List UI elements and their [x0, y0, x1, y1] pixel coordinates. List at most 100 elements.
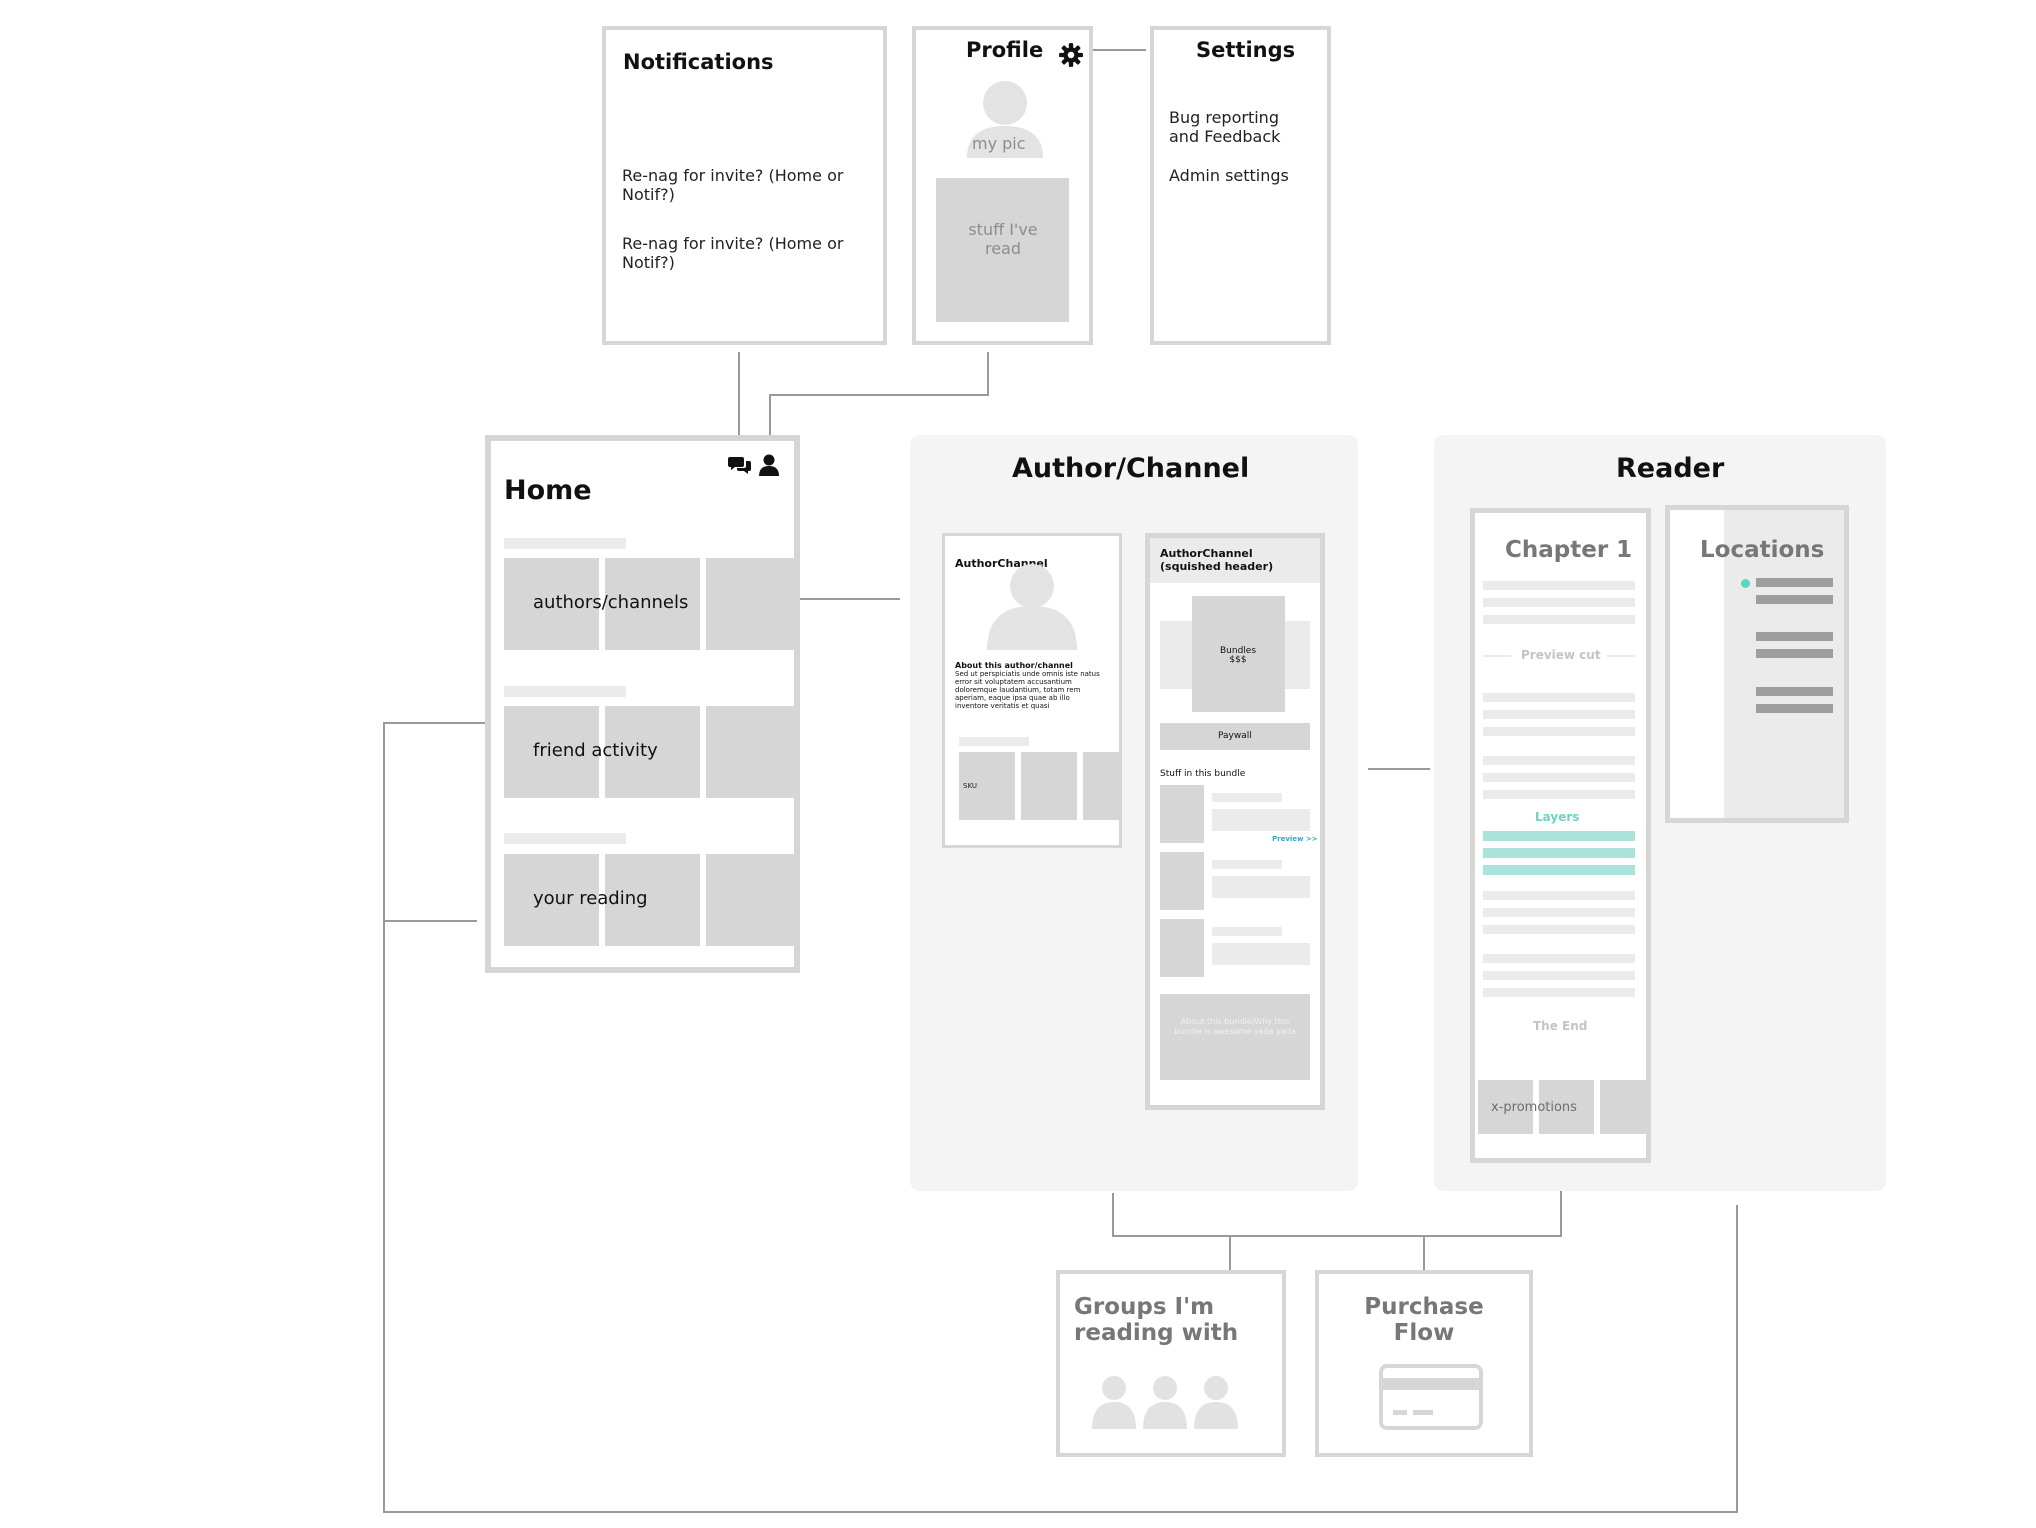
- settings-item-bug[interactable]: Bug reporting and Feedback: [1169, 108, 1281, 146]
- preview-link[interactable]: Preview >>: [1272, 835, 1318, 843]
- notifications-title: Notifications: [623, 50, 774, 74]
- location-line[interactable]: [1756, 595, 1833, 604]
- item-line: [1212, 927, 1282, 936]
- gear-icon[interactable]: [1058, 42, 1084, 68]
- reader-title: Reader: [1616, 453, 1725, 484]
- about-title: About this author/channel: [955, 661, 1073, 670]
- bundles-label: Bundles $$$: [1219, 646, 1257, 665]
- row-label-friends: friend activity: [533, 740, 658, 761]
- chapter-screen: Chapter 1 Preview cut Layers The End x-p…: [1470, 508, 1651, 1163]
- text-line: [1483, 727, 1635, 736]
- row-label-authors: authors/channels: [533, 592, 689, 613]
- text-line: [1483, 790, 1635, 799]
- section-header-bar: [504, 833, 626, 844]
- squished-header: [1150, 538, 1320, 583]
- home-title: Home: [504, 475, 592, 506]
- item-line: [1212, 943, 1310, 965]
- section-header-bar: [504, 538, 626, 549]
- stuff-read-label: stuff I've read: [968, 220, 1038, 258]
- author-channel-squished-screen: AuthorChannel (squished header) Bundles …: [1145, 533, 1325, 1110]
- x-promotions-label: x-promotions: [1491, 1100, 1577, 1115]
- item-line: [1212, 793, 1282, 802]
- item-line: [1212, 809, 1310, 831]
- tile[interactable]: [1021, 752, 1077, 820]
- settings-screen: Settings Bug reporting and Feedback Admi…: [1150, 26, 1331, 345]
- about-text: Sed ut perspiciatis unde omnis iste natu…: [955, 670, 1100, 710]
- tile[interactable]: [706, 854, 794, 946]
- paywall-button[interactable]: [1160, 723, 1310, 750]
- chat-icon[interactable]: [728, 455, 752, 475]
- groups-screen: Groups I'm reading with: [1056, 1270, 1286, 1457]
- location-line[interactable]: [1756, 687, 1833, 696]
- user-icon[interactable]: [759, 454, 779, 476]
- avatar-icon: [987, 564, 1077, 650]
- layer-line[interactable]: [1483, 848, 1635, 858]
- item-line: [1212, 876, 1310, 898]
- tile[interactable]: [1083, 752, 1119, 820]
- credit-card-icon: [1379, 1364, 1483, 1430]
- avatar-icon: [967, 81, 1043, 158]
- location-line[interactable]: [1756, 632, 1833, 641]
- profile-title: Profile: [966, 38, 1044, 62]
- text-line: [1483, 891, 1635, 900]
- item-line: [1212, 860, 1282, 869]
- groups-title: Groups I'm reading with: [1074, 1294, 1239, 1346]
- preview-cut-rule: [1483, 655, 1511, 657]
- text-line: [1483, 581, 1635, 590]
- settings-item-admin[interactable]: Admin settings: [1169, 166, 1289, 185]
- sku-label: SKU: [963, 782, 977, 790]
- item-thumb[interactable]: [1160, 785, 1204, 843]
- sku-tile[interactable]: [959, 752, 1015, 820]
- tile[interactable]: [605, 558, 700, 650]
- tile[interactable]: [605, 854, 700, 946]
- people-icon: [1092, 1376, 1238, 1429]
- text-line: [1483, 756, 1635, 765]
- chapter-title: Chapter 1: [1505, 537, 1633, 563]
- bundles-card[interactable]: [1192, 596, 1285, 712]
- text-line: [1483, 693, 1635, 702]
- settings-title: Settings: [1196, 38, 1296, 62]
- locations-screen: Locations: [1665, 505, 1849, 823]
- author-channel-screen: AuthorChannel About this author/channel …: [942, 533, 1122, 848]
- x-promotion-tile[interactable]: [1539, 1080, 1594, 1134]
- x-promotion-tile[interactable]: [1600, 1080, 1646, 1134]
- notification-item[interactable]: Re-nag for invite? (Home or Notif?): [622, 234, 844, 272]
- stuff-in-bundle-label: Stuff in this bundle: [1160, 769, 1246, 779]
- text-line: [1483, 908, 1635, 917]
- text-line: [1483, 598, 1635, 607]
- tile[interactable]: [706, 706, 794, 798]
- stuff-read-block[interactable]: [936, 178, 1069, 322]
- x-promotion-tile[interactable]: [1478, 1080, 1533, 1134]
- notification-item[interactable]: Re-nag for invite? (Home or Notif?): [622, 166, 844, 204]
- text-line: [1483, 710, 1635, 719]
- item-thumb[interactable]: [1160, 919, 1204, 977]
- location-line[interactable]: [1756, 649, 1833, 658]
- text-line: [1483, 615, 1635, 624]
- tile[interactable]: [605, 706, 700, 798]
- current-location-dot: [1741, 579, 1750, 588]
- layers-label[interactable]: Layers: [1535, 810, 1580, 824]
- location-line[interactable]: [1756, 704, 1833, 713]
- text-line: [1483, 773, 1635, 782]
- tile[interactable]: [504, 854, 599, 946]
- locations-drawer: [1724, 510, 1844, 818]
- purchase-flow-screen: Purchase Flow: [1315, 1270, 1533, 1457]
- tile[interactable]: [706, 558, 794, 650]
- tile[interactable]: [504, 558, 599, 650]
- text-line: [1483, 971, 1635, 980]
- author-channel-title: Author/Channel: [1012, 453, 1250, 484]
- row-label-reading: your reading: [533, 888, 648, 909]
- profile-pic-label: my pic: [972, 134, 1026, 153]
- item-thumb[interactable]: [1160, 852, 1204, 910]
- text-line: [1483, 925, 1635, 934]
- tile[interactable]: [504, 706, 599, 798]
- squished-screen-title: AuthorChannel (squished header): [1160, 547, 1274, 573]
- layer-line[interactable]: [1483, 831, 1635, 841]
- about-bundle-block: [1160, 994, 1310, 1080]
- locations-title: Locations: [1700, 537, 1825, 563]
- location-line[interactable]: [1756, 578, 1833, 587]
- section-header-bar: [504, 686, 626, 697]
- text-line: [1483, 988, 1635, 997]
- paywall-label: Paywall: [1218, 731, 1252, 741]
- layer-line[interactable]: [1483, 865, 1635, 875]
